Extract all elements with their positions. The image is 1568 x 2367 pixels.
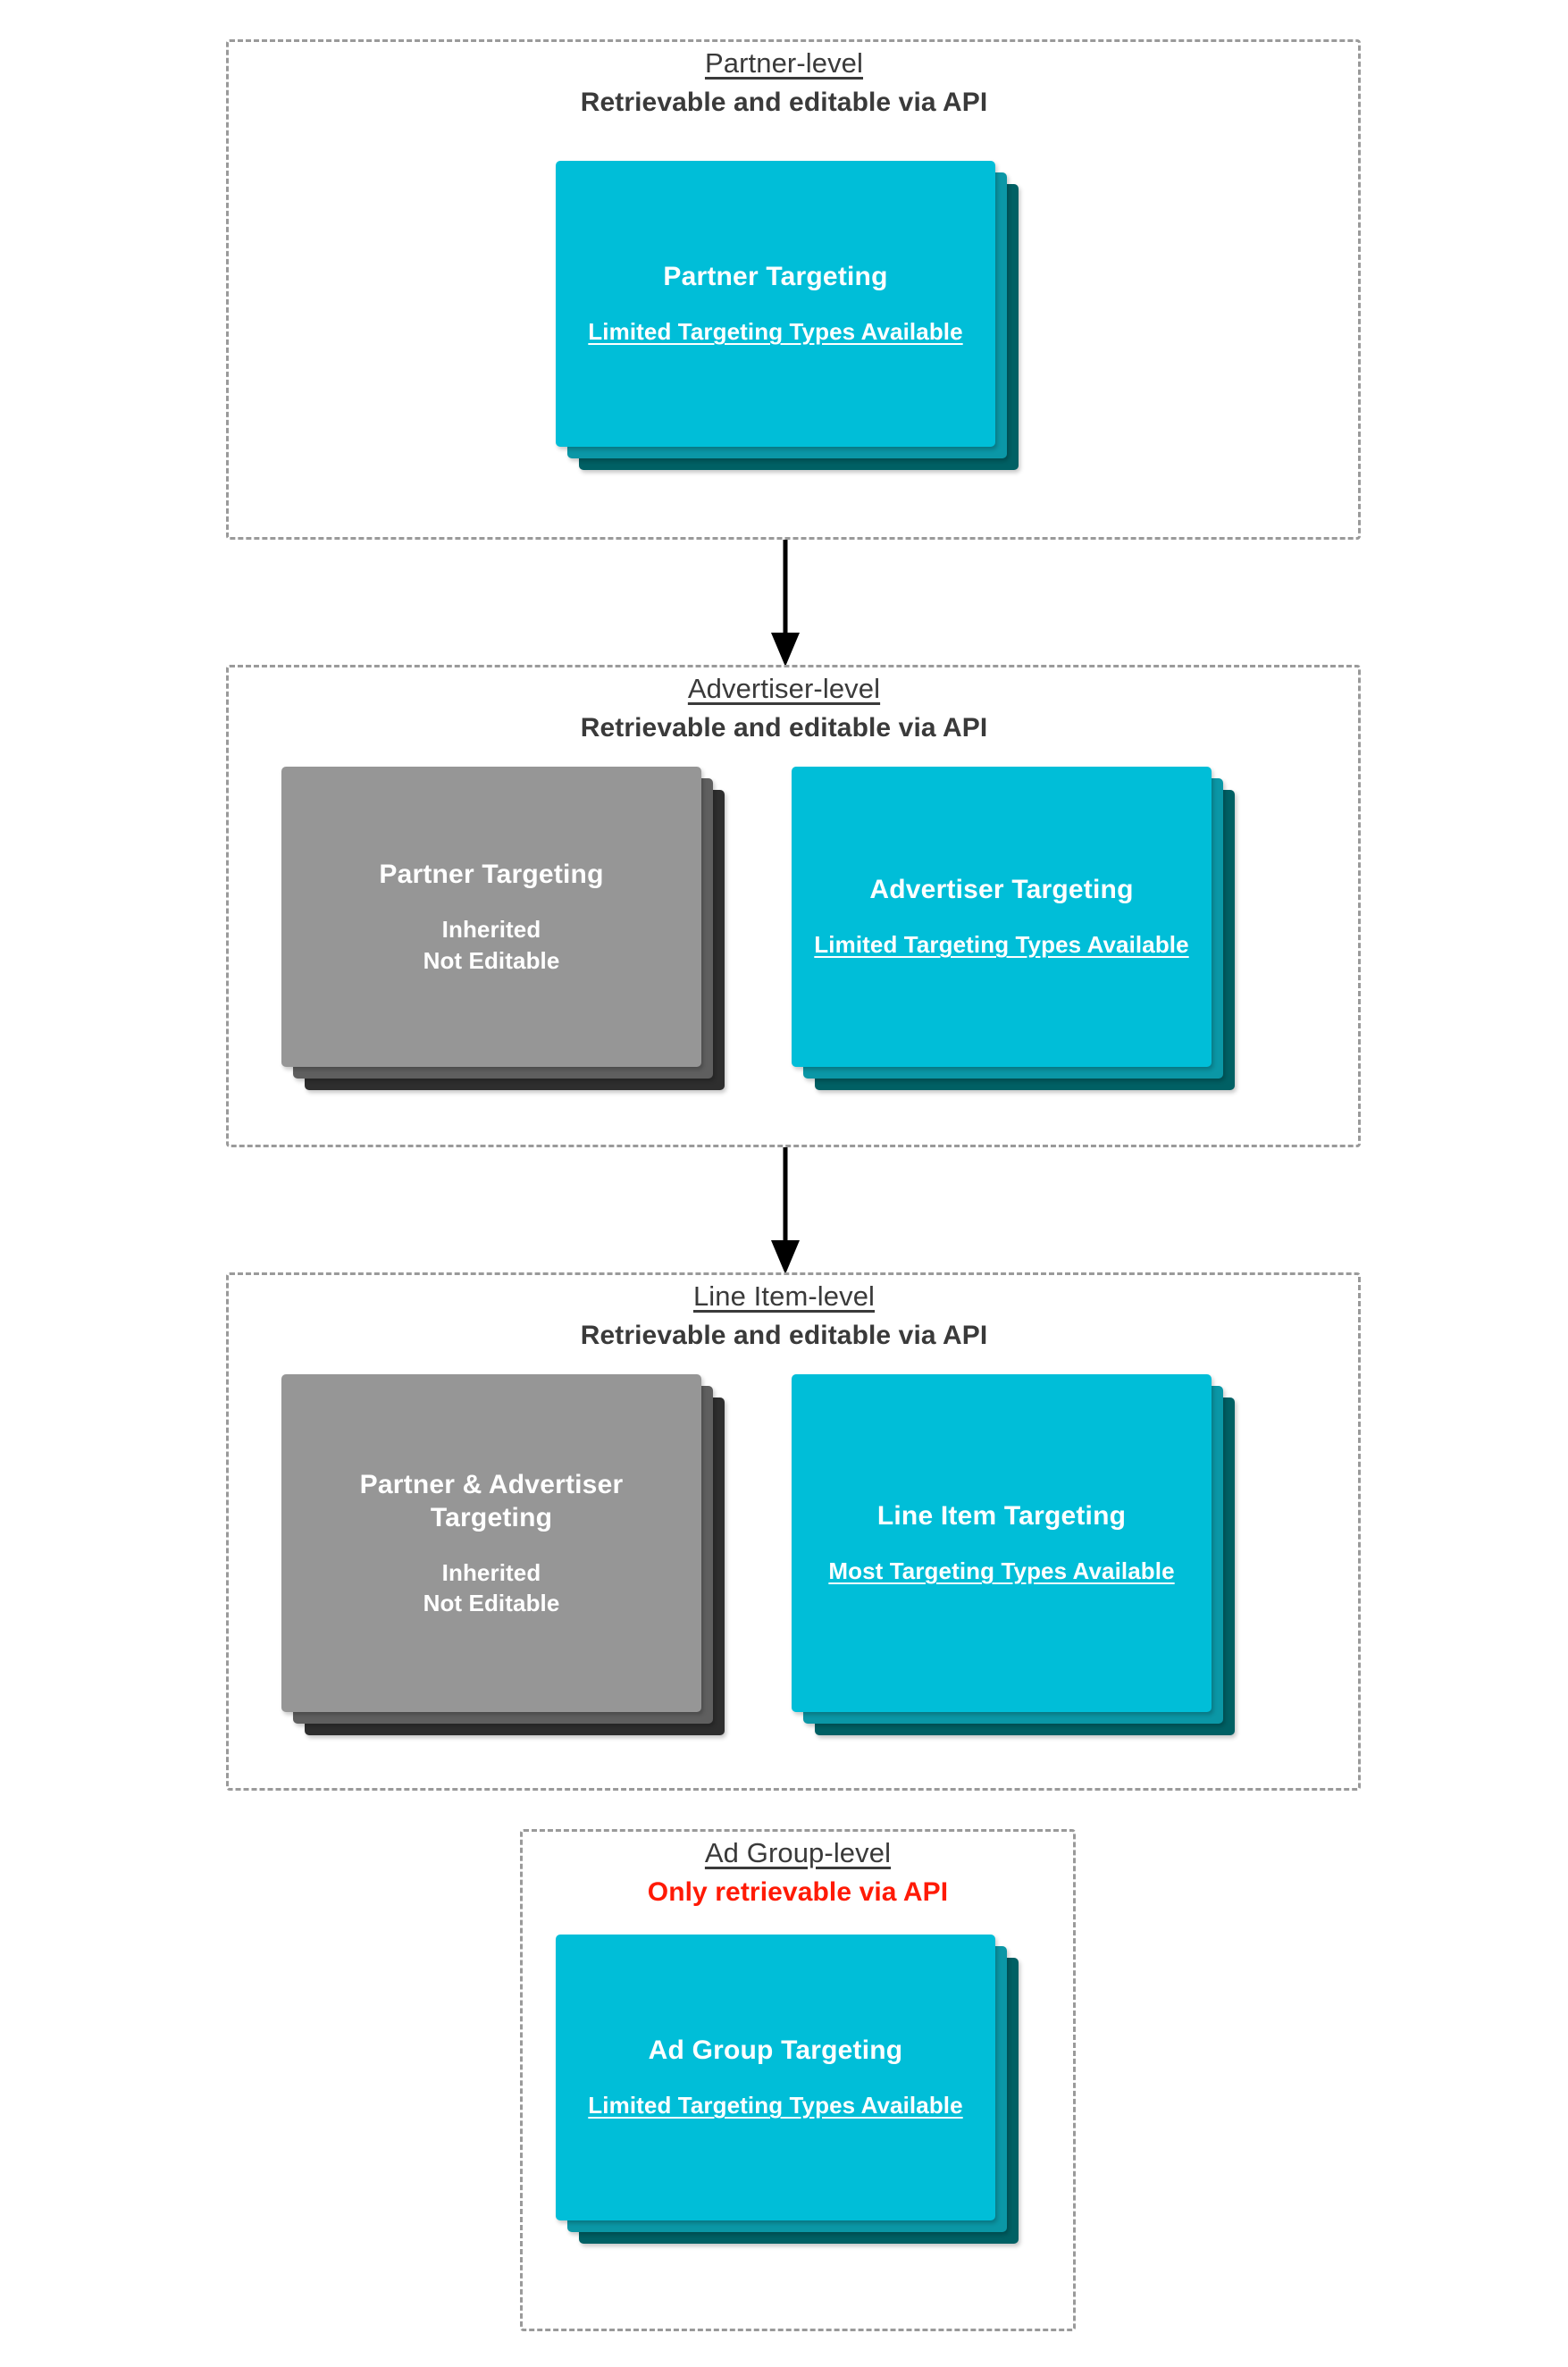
card-title: Partner Targeting bbox=[379, 860, 604, 890]
card-stack-advertiser-targeting[interactable]: Advertiser Targeting Limited Targeting T… bbox=[792, 767, 1235, 1090]
card-body: Ad Group Targeting Limited Targeting Typ… bbox=[556, 1935, 995, 2220]
card-note: Inherited Not Editable bbox=[423, 1558, 560, 1617]
card-layer-front: Partner & Advertiser Targeting Inherited… bbox=[281, 1374, 701, 1712]
card-body: Partner Targeting Inherited Not Editable bbox=[281, 767, 701, 1067]
card-title: Partner Targeting bbox=[663, 262, 888, 292]
card-title: Advertiser Targeting bbox=[869, 875, 1134, 905]
card-body: Partner Targeting Limited Targeting Type… bbox=[556, 161, 995, 447]
card-note: Limited Targeting Types Available bbox=[588, 2092, 963, 2119]
level-container-advertiser bbox=[226, 665, 1361, 1147]
card-body: Partner & Advertiser Targeting Inherited… bbox=[281, 1374, 701, 1712]
level-container-line-item bbox=[226, 1272, 1361, 1791]
connector-arrow-partner-to-advertiser bbox=[767, 540, 803, 667]
level-container-ad-group bbox=[520, 1829, 1076, 2331]
card-stack-ad-group-targeting[interactable]: Ad Group Targeting Limited Targeting Typ… bbox=[556, 1935, 1019, 2244]
card-note: Limited Targeting Types Available bbox=[814, 931, 1189, 959]
card-body: Advertiser Targeting Limited Targeting T… bbox=[792, 767, 1212, 1067]
level-container-partner bbox=[226, 39, 1361, 540]
card-title: Line Item Targeting bbox=[876, 1501, 1127, 1532]
card-layer-front: Partner Targeting Inherited Not Editable bbox=[281, 767, 701, 1067]
down-arrow-icon bbox=[771, 540, 800, 667]
card-layer-front: Advertiser Targeting Limited Targeting T… bbox=[792, 767, 1212, 1067]
card-layer-front: Line Item Targeting Most Targeting Types… bbox=[792, 1374, 1212, 1712]
connector-arrow-advertiser-to-line-item bbox=[767, 1147, 803, 1274]
card-stack-partner-targeting-inherited[interactable]: Partner Targeting Inherited Not Editable bbox=[281, 767, 725, 1090]
down-arrow-icon bbox=[771, 1147, 800, 1274]
card-title: Partner & Advertiser Targeting bbox=[359, 1469, 624, 1532]
card-layer-front: Partner Targeting Limited Targeting Type… bbox=[556, 161, 995, 447]
card-layer-front: Ad Group Targeting Limited Targeting Typ… bbox=[556, 1935, 995, 2220]
card-note: Inherited Not Editable bbox=[423, 916, 560, 974]
card-title: Ad Group Targeting bbox=[648, 2035, 903, 2066]
card-note: Most Targeting Types Available bbox=[828, 1557, 1175, 1585]
card-stack-partner-advertiser-targeting-inherited[interactable]: Partner & Advertiser Targeting Inherited… bbox=[281, 1374, 725, 1735]
card-body: Line Item Targeting Most Targeting Types… bbox=[792, 1374, 1212, 1712]
card-stack-partner-targeting[interactable]: Partner Targeting Limited Targeting Type… bbox=[556, 161, 1019, 470]
card-stack-line-item-targeting[interactable]: Line Item Targeting Most Targeting Types… bbox=[792, 1374, 1235, 1735]
card-note: Limited Targeting Types Available bbox=[588, 318, 963, 346]
